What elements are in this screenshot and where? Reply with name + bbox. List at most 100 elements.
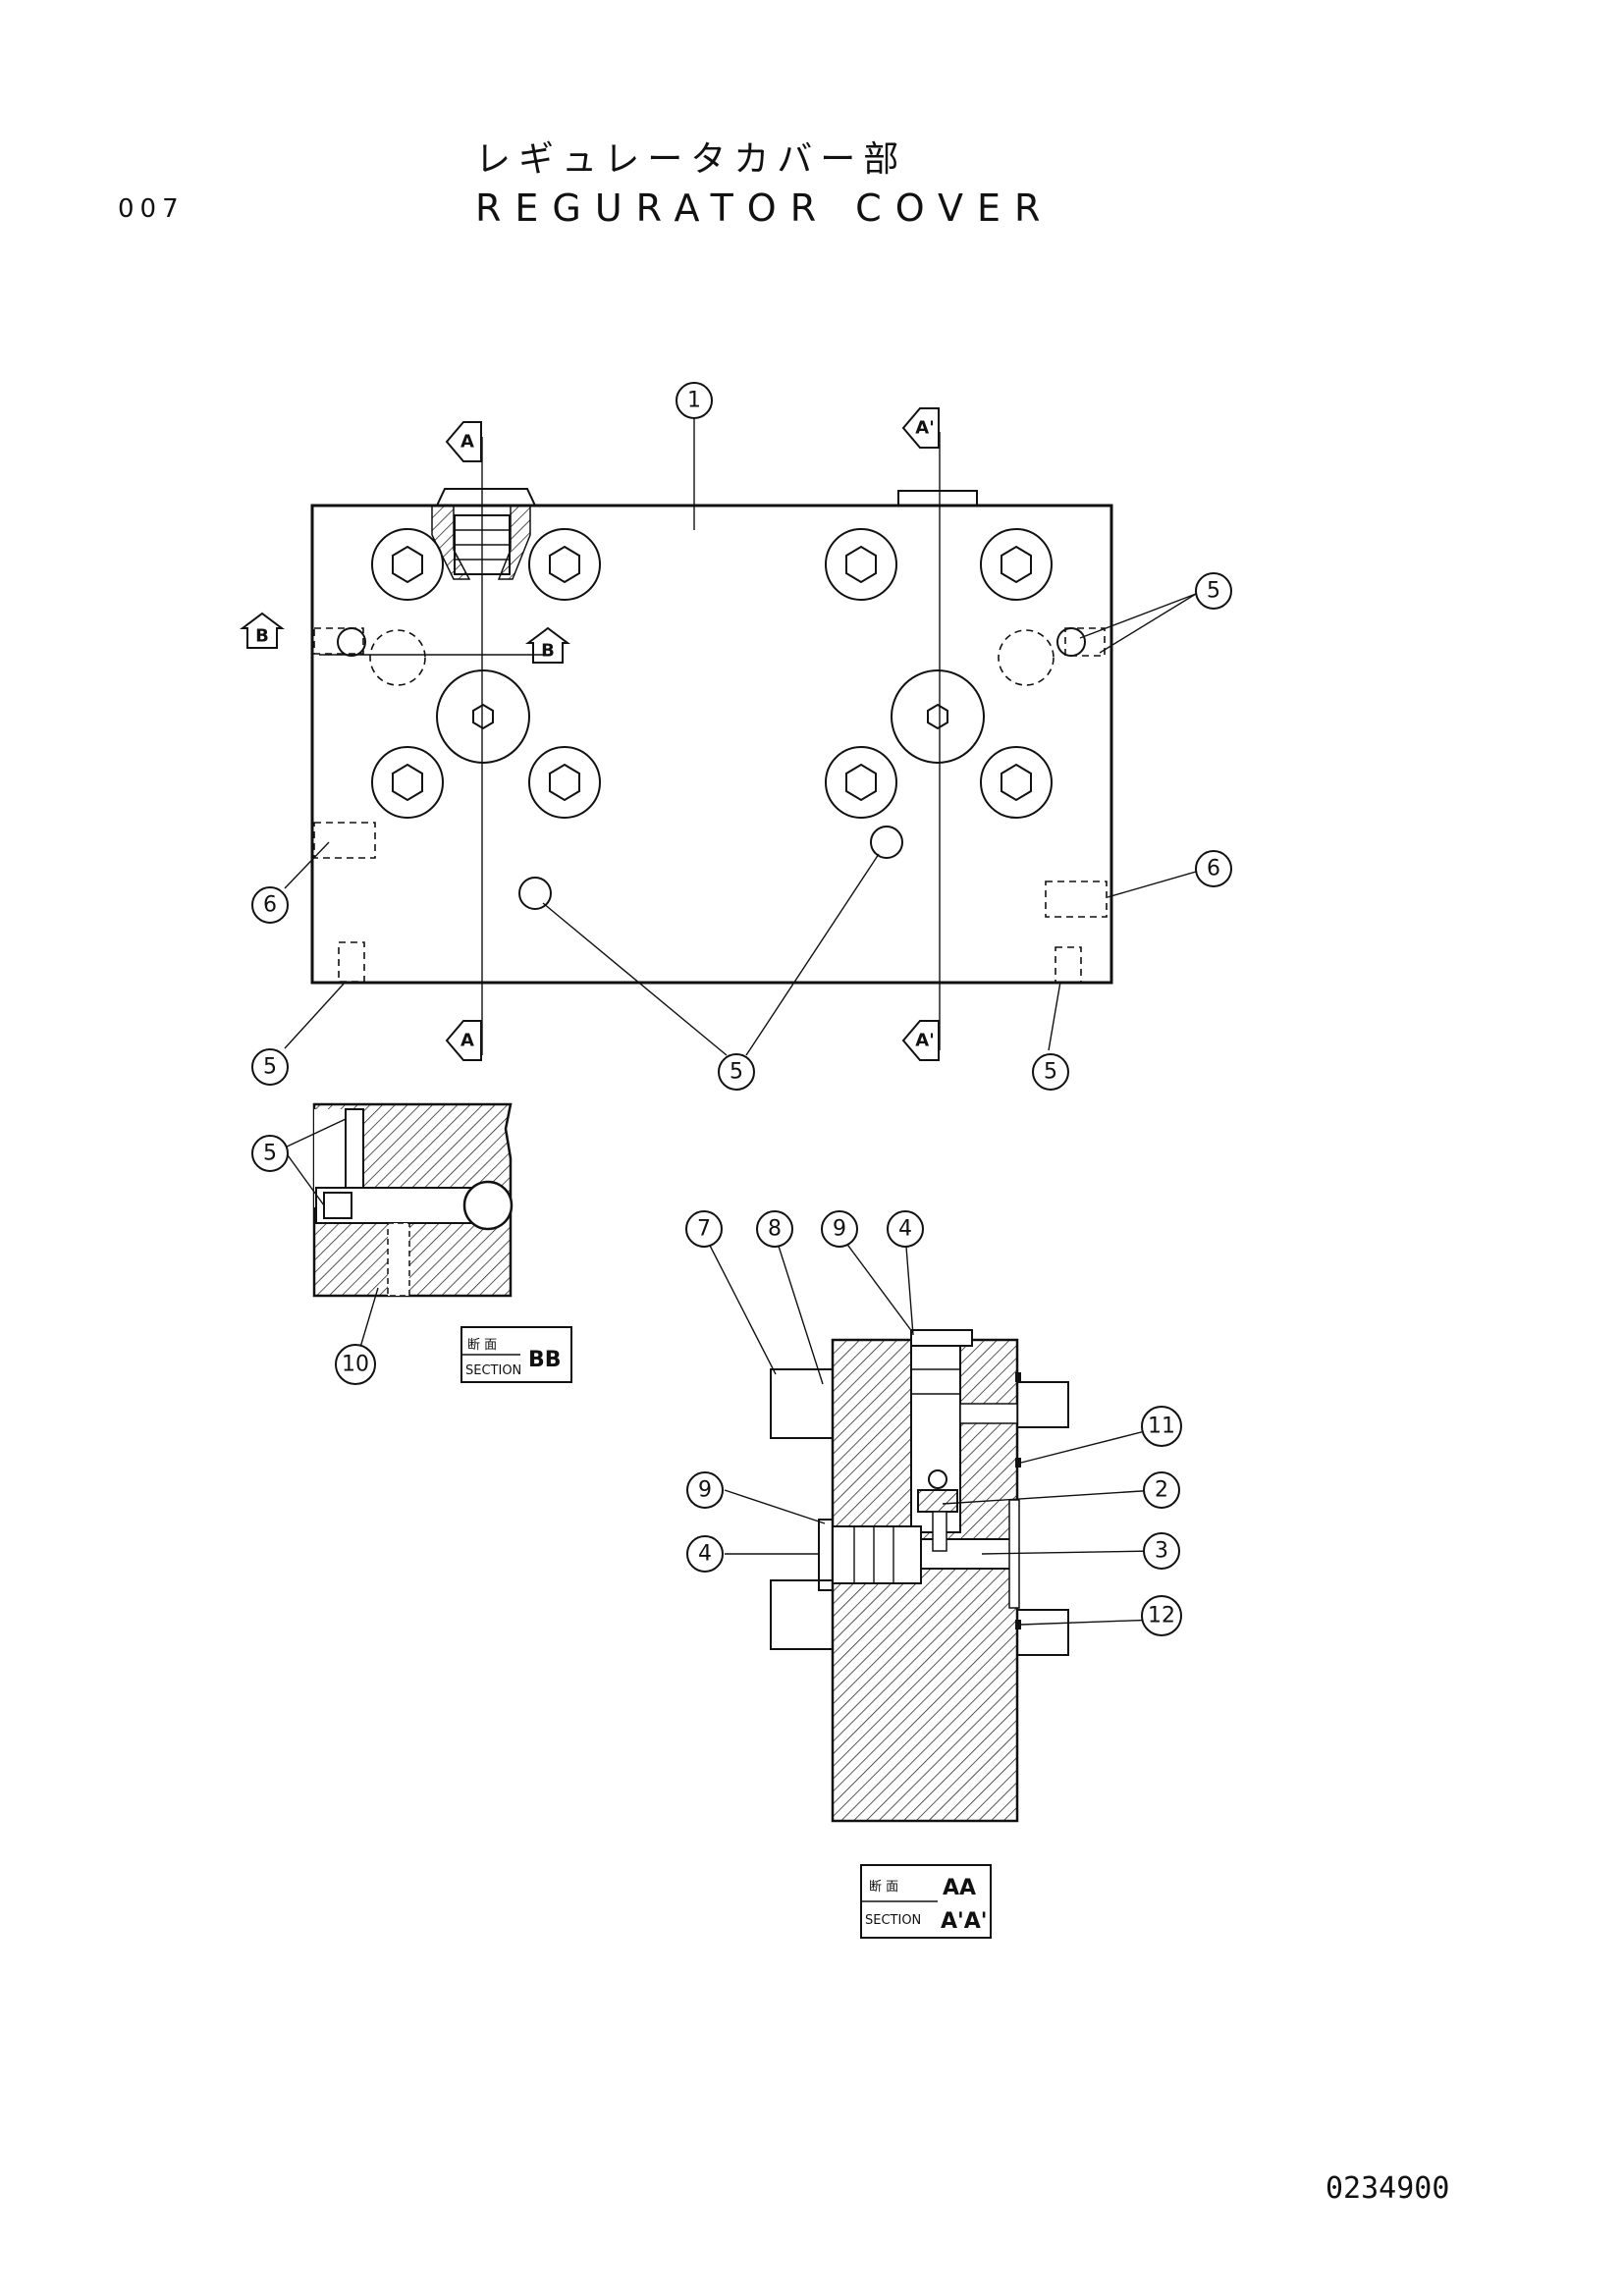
page-number: 007 [118, 194, 185, 224]
leader-9 [724, 1489, 826, 1524]
aa-check-ball [928, 1469, 947, 1489]
balloon-4: 4 [887, 1210, 924, 1248]
balloon-7: 7 [685, 1210, 723, 1248]
balloon-5: 5 [1032, 1053, 1069, 1091]
hidden-side-port [313, 822, 376, 859]
plug-5 [1056, 627, 1086, 657]
leader-5 [745, 853, 880, 1056]
title-japanese: レギュレータカバー部 [475, 139, 907, 180]
aa-plug-flange [818, 1519, 834, 1591]
balloon-12: 12 [1141, 1595, 1182, 1636]
svg-text:8: 8 [768, 1217, 782, 1242]
plug-5 [870, 826, 903, 859]
hex-bolt [825, 528, 897, 601]
svg-text:A: A [460, 1031, 474, 1051]
svg-text:5: 5 [730, 1060, 743, 1085]
leader-7 [703, 1233, 777, 1375]
svg-text:11: 11 [1148, 1415, 1175, 1439]
section-bb-label: 断 面 SECTION BB [460, 1326, 572, 1383]
svg-text:12: 12 [1148, 1604, 1175, 1629]
svg-text:2: 2 [1155, 1478, 1168, 1503]
plug-5 [518, 877, 552, 910]
svg-text:AA: AA [943, 1876, 976, 1900]
section-arrow-b-left: B [240, 612, 285, 649]
leader-5 [1048, 981, 1061, 1051]
svg-text:9: 9 [833, 1217, 846, 1242]
hidden-bottom-port [338, 941, 365, 983]
hidden-bottom-port [1055, 946, 1082, 984]
hex-bolt [371, 746, 444, 819]
svg-text:6: 6 [1207, 857, 1220, 881]
svg-text:4: 4 [698, 1542, 712, 1567]
svg-text:BB: BB [528, 1348, 562, 1372]
svg-text:B: B [255, 626, 269, 647]
hex-bolt-large [891, 669, 985, 764]
balloon-2: 2 [1143, 1471, 1180, 1509]
top-fitting-left [431, 488, 536, 580]
hex-bolt [825, 746, 897, 819]
balloon-9: 9 [686, 1471, 724, 1509]
balloon-3: 3 [1143, 1532, 1180, 1570]
svg-text:A: A [460, 432, 474, 453]
hex-bolt-large [436, 669, 530, 764]
section-aa-view: 断 面 SECTION AA A'A' [703, 1233, 1158, 1939]
balloon-10: 10 [335, 1344, 376, 1385]
leader-5 [1099, 593, 1197, 654]
leader-5 [282, 1118, 347, 1149]
cover-body-outline [310, 504, 1113, 985]
svg-text:A': A' [915, 418, 934, 439]
svg-text:5: 5 [263, 1142, 277, 1166]
balloon-1: 1 [676, 382, 713, 419]
balloon-5: 5 [1195, 572, 1232, 610]
aa-horizontal-bore [832, 1525, 922, 1584]
hidden-side-port [1045, 881, 1108, 918]
hex-bolt [980, 746, 1053, 819]
section-arrow-a-bottom: A [445, 1020, 482, 1061]
balloon-6: 6 [251, 886, 289, 924]
svg-text:7: 7 [697, 1217, 711, 1242]
svg-text:SECTION: SECTION [465, 1363, 521, 1378]
section-arrow-a-prime-bottom: A' [901, 1020, 940, 1061]
aa-left-boss-bottom [770, 1579, 834, 1650]
aa-left-boss-top [770, 1368, 834, 1439]
hex-bolt [371, 528, 444, 601]
hidden-side-port [313, 627, 364, 655]
hex-bolt [528, 528, 601, 601]
top-boss-right [897, 490, 978, 507]
svg-text:1: 1 [687, 389, 701, 413]
hex-bolt [980, 528, 1053, 601]
leader-5 [282, 1148, 325, 1206]
bb-port-circle [462, 1180, 514, 1231]
svg-text:断 面: 断 面 [869, 1880, 898, 1895]
balloon-8: 8 [756, 1210, 793, 1248]
leader-5 [542, 902, 728, 1056]
svg-text:9: 9 [698, 1478, 712, 1503]
svg-text:4: 4 [898, 1217, 912, 1242]
title-english: REGURATOR COVER [475, 187, 1055, 230]
hidden-side-port [1064, 627, 1106, 657]
svg-text:5: 5 [263, 1055, 277, 1080]
plug-5 [337, 627, 366, 657]
svg-text:5: 5 [1044, 1060, 1057, 1085]
leader-8 [774, 1233, 824, 1385]
svg-text:5: 5 [1207, 579, 1220, 604]
drawing-number: 0234900 [1325, 2171, 1450, 2206]
balloon-5: 5 [251, 1135, 289, 1172]
svg-text:A'A': A'A' [941, 1909, 988, 1934]
leader-11 [1020, 1427, 1158, 1464]
svg-text:B: B [541, 641, 555, 662]
balloon-9: 9 [821, 1210, 858, 1248]
svg-text:A': A' [915, 1031, 934, 1051]
leader-6 [284, 841, 330, 889]
top-view: A A A' A' B B [240, 407, 1197, 1061]
balloon-4: 4 [686, 1535, 724, 1573]
section-arrow-b-right: B [525, 626, 570, 664]
section-aa-label: 断 面 SECTION AA A'A' [860, 1864, 992, 1939]
hex-bolt [528, 746, 601, 819]
balloon-5: 5 [251, 1048, 289, 1086]
balloon-5: 5 [718, 1053, 755, 1091]
leader-2 [942, 1489, 1158, 1505]
section-arrow-a-top: A [445, 421, 482, 462]
balloon-6: 6 [1195, 850, 1232, 887]
